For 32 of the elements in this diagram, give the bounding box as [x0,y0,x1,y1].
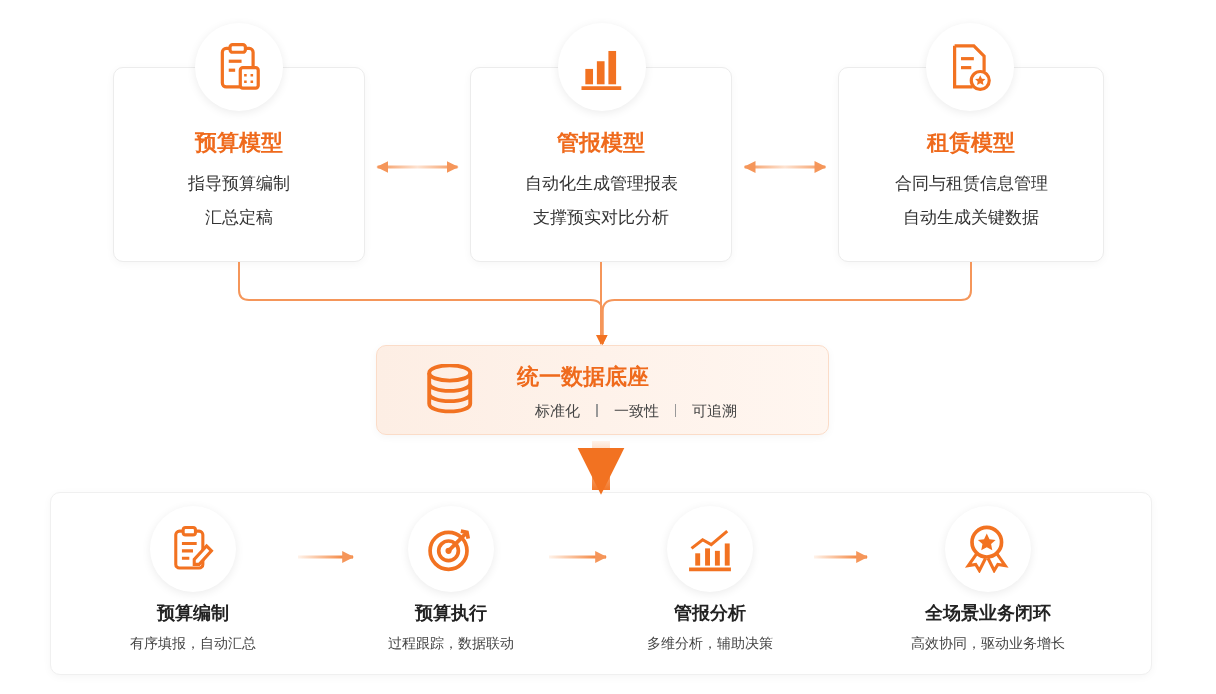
step-description: 高效协同，驱动业务增长 [910,635,1066,653]
card-description: 合同与租赁信息管理 [893,172,1049,195]
arrow [577,441,625,495]
step-title: 管报分析 [673,601,747,625]
model-card [470,67,732,262]
arrow [814,551,869,563]
arrow [298,551,355,563]
platform-title: 统一数据底座 [517,363,649,391]
card-description: 自动生成关键数据 [902,206,1040,229]
step-title: 预算编制 [155,601,230,625]
card-description: 汇总定稿 [204,206,274,229]
card-description: 支撑预实对比分析 [532,206,670,229]
platform-box [376,345,829,435]
double-arrow [743,161,827,173]
model-card [113,67,365,262]
card-title: 预算模型 [193,129,284,157]
card-description: 自动化生成管理报表 [523,172,679,195]
card-description: 指导预算编制 [187,172,291,195]
process-panel [50,492,1152,675]
tag-text: 可追溯 [692,402,737,420]
tag-text: 标准化 [535,402,580,420]
arrow [549,551,608,563]
model-card [838,67,1104,262]
card-title: 租赁模型 [925,129,1016,157]
step-title: 预算执行 [413,601,488,625]
double-arrow [376,161,459,173]
step-title: 全场景业务闭环 [924,601,1052,625]
step-description: 有序填报，自动汇总 [129,635,257,653]
step-description: 多维分析，辅助决策 [646,635,774,653]
step-description: 过程跟踪，数据联动 [387,635,515,653]
tag-text: 一致性 [613,402,659,420]
card-title: 管报模型 [556,129,646,157]
